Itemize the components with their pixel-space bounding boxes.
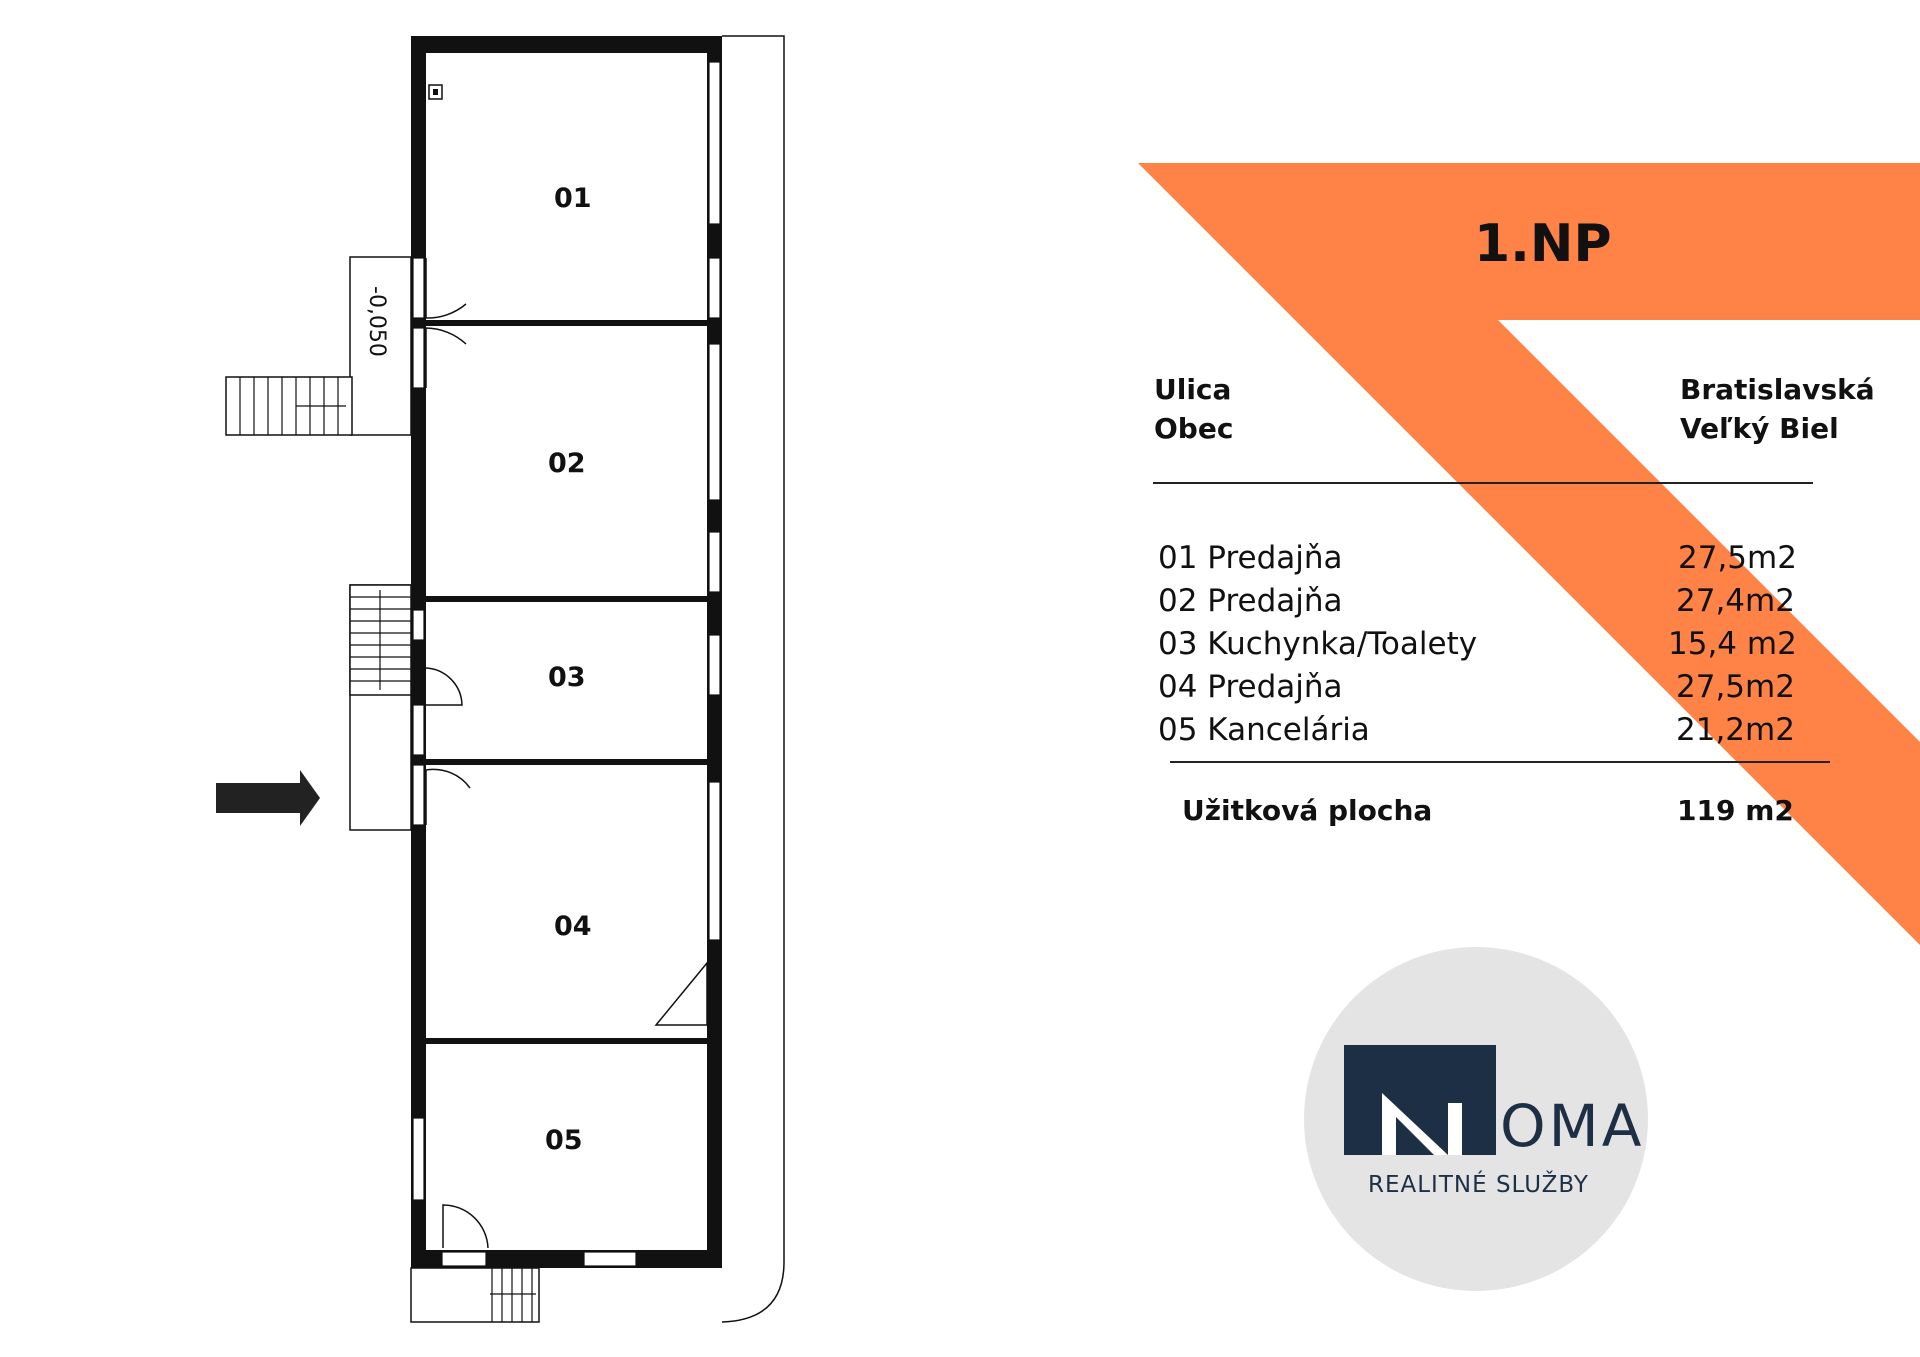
upper-stair-steps	[239, 377, 339, 435]
room-area-02: 27,4m2	[1676, 583, 1795, 619]
room-name-05: 05 Kancelária	[1158, 712, 1370, 748]
town-value: Veľký Biel	[1680, 412, 1839, 445]
floor-plan: -0,050 01 02 03 04 05	[216, 35, 785, 1323]
left-wall-openings	[412, 257, 425, 1201]
bottom-stair-steps	[491, 1268, 533, 1322]
logo-tagline: REALITNÉ SLUŽBY	[1368, 1172, 1589, 1198]
room-area-01: 27,5m2	[1678, 540, 1797, 576]
level-mark-box	[349, 256, 412, 436]
street-label: Ulica	[1154, 373, 1232, 406]
room-name-01: 01 Predajňa	[1158, 540, 1343, 576]
outer-wall-bottom	[411, 1250, 722, 1268]
total-area-value: 119 m2	[1677, 794, 1794, 827]
room-name-04: 04 Predajňa	[1158, 669, 1343, 705]
room-label-03: 03	[548, 662, 586, 693]
town-label: Obec	[1154, 412, 1234, 445]
outer-wall-left	[411, 36, 426, 1268]
room-name-02: 02 Predajňa	[1158, 583, 1343, 619]
bottom-landing	[410, 1267, 540, 1323]
room-label-01: 01	[554, 183, 592, 214]
entrance-arrow-icon	[216, 770, 320, 826]
logo-mark-icon	[1344, 1045, 1496, 1155]
floor-title: 1.NP	[1474, 214, 1612, 274]
room-name-03: 03 Kuchynka/Toalety	[1158, 626, 1478, 662]
orange-band-shape	[1138, 163, 1920, 945]
street-value: Bratislavská	[1680, 373, 1875, 406]
level-mark: -0,050	[364, 286, 389, 357]
door-swings	[425, 258, 708, 1249]
logo-wordmark: OMA	[1500, 1092, 1645, 1160]
room-area-04: 27,5m2	[1676, 669, 1795, 705]
room-label-02: 02	[548, 448, 586, 479]
room-area-03: 15,4 m2	[1668, 626, 1797, 662]
interior-partitions	[426, 320, 707, 1044]
room-area-05: 21,2m2	[1676, 712, 1795, 748]
terrace-outline	[721, 35, 785, 1323]
room-label-05: 05	[545, 1125, 583, 1156]
outer-wall-top	[411, 36, 722, 53]
bottom-wall-openings	[441, 1251, 637, 1267]
total-area-label: Užitková plocha	[1182, 794, 1433, 827]
divider-top	[1153, 482, 1813, 484]
room-label-04: 04	[554, 911, 592, 942]
divider-bottom	[1170, 761, 1830, 763]
right-wall-windows	[708, 61, 721, 941]
